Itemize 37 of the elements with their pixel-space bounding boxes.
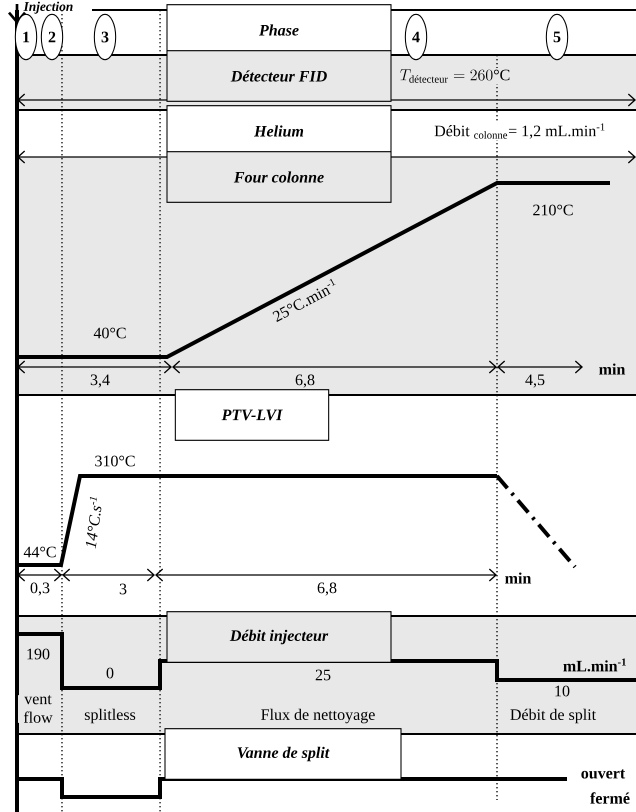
- section-box: Helium: [166, 105, 392, 157]
- section-box: Débit injecteur: [166, 611, 392, 663]
- phase-number: 2: [40, 14, 64, 60]
- mode-label: splitless: [84, 708, 136, 724]
- rate-label: 14°C.s$^{-1}$: [86, 496, 102, 548]
- unit-label: mL.min$^{-1}$: [563, 658, 626, 672]
- temperature-label: 310°C: [95, 456, 135, 466]
- duration-label: 3: [120, 584, 126, 594]
- duration-label: 4,5: [525, 374, 544, 388]
- mode-label: Débit de split: [508, 707, 598, 725]
- state-label: fermé: [590, 792, 630, 804]
- flow-label: Débit $_{colonne}$= 1,2 mL.min$^{-1}$: [432, 122, 608, 140]
- phase-number: 1: [14, 14, 38, 60]
- section-box: Four colonne: [166, 151, 392, 203]
- section-box: Vanne de split: [164, 728, 402, 780]
- temperature-label: 210°C: [533, 204, 573, 216]
- section-box: PTV-LVI: [174, 389, 330, 441]
- temperature-label: 44°C: [24, 546, 56, 558]
- section-box: Phase: [166, 4, 392, 56]
- temperature-label: 40°C: [94, 328, 126, 338]
- phase-number: 4: [404, 14, 428, 60]
- mode-label: Flux de nettoyage: [261, 708, 375, 724]
- phase-number: 3: [94, 14, 116, 60]
- flow-value: 0: [106, 668, 114, 678]
- section-box: Détecteur FID: [166, 50, 392, 102]
- duration-label: 6,8: [318, 582, 336, 596]
- unit-label: min: [505, 572, 532, 584]
- mode-label: vent flow: [18, 695, 58, 723]
- phase-number: 5: [546, 14, 568, 60]
- temperature-label: $T_{\text{détecteur}} = 260\text{°C}$: [398, 68, 512, 84]
- duration-label: 3,4: [90, 374, 110, 388]
- duration-label: 0,3: [30, 582, 50, 596]
- flow-value: 10: [555, 686, 570, 696]
- unit-label: min: [599, 363, 626, 375]
- flow-value: 190: [27, 648, 50, 660]
- state-label: ouvert: [581, 769, 626, 779]
- injection-label: Injection: [23, 2, 73, 14]
